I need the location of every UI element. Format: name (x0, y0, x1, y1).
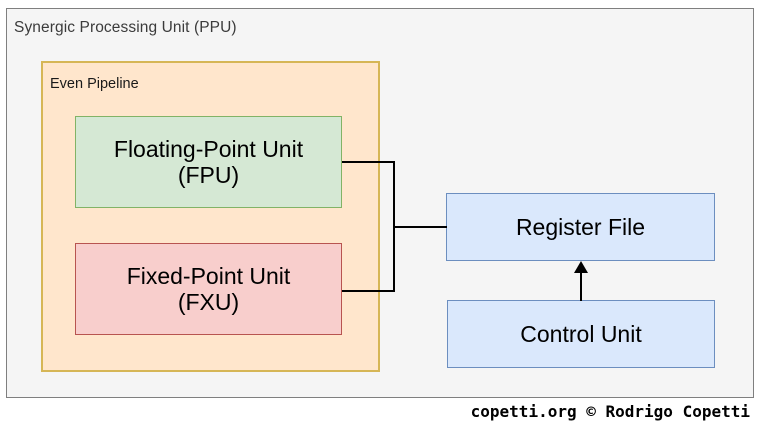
container-ppu-label: Synergic Processing Unit (PPU) (14, 19, 237, 36)
node-fxu-line2: (FXU) (177, 289, 240, 315)
connector-junction-to-register-file (393, 226, 447, 228)
node-control-unit: Control Unit (447, 300, 715, 368)
arrow-up-icon (574, 261, 588, 273)
connector-fpu-to-register-file (342, 161, 395, 163)
node-fpu-line1: Floating-Point Unit (113, 135, 304, 162)
connector-fxu-to-register-file (342, 290, 395, 292)
node-fpu-line2: (FPU) (177, 162, 240, 188)
node-register-file: Register File (446, 193, 715, 261)
node-fxu-line1: Fixed-Point Unit (126, 262, 291, 289)
connector-control-unit-to-register-file (580, 271, 582, 301)
node-control-unit-label: Control Unit (520, 320, 642, 347)
node-floating-point-unit: Floating-Point Unit (FPU) (75, 116, 342, 208)
node-register-file-label: Register File (515, 213, 646, 240)
container-even-pipeline-label: Even Pipeline (50, 76, 139, 92)
footer-credit: copetti.org © Rodrigo Copetti (470, 402, 750, 421)
node-fixed-point-unit: Fixed-Point Unit (FXU) (75, 243, 342, 335)
